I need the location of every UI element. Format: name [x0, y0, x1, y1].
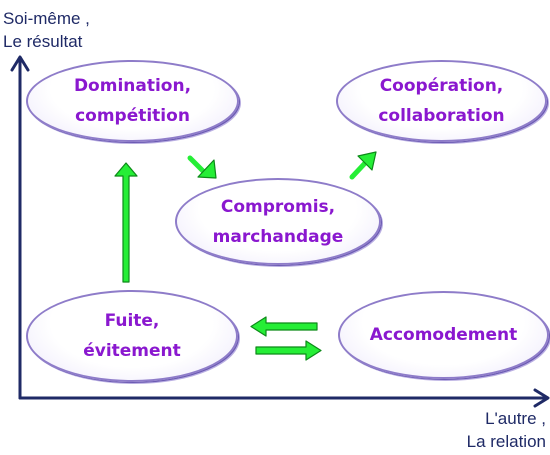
node-cooperation-line2: collaboration	[378, 106, 505, 126]
arrow-up-right-icon	[349, 151, 377, 180]
arrow-down-right-icon	[187, 155, 217, 179]
x-axis-label-line1: L'autre ,	[485, 409, 546, 428]
node-domination-line2: compétition	[75, 106, 190, 126]
arrow-right-icon	[255, 340, 322, 361]
node-fuite-text: Fuite, évitement	[83, 306, 181, 366]
arrow-left-icon	[250, 316, 318, 337]
node-fuite: Fuite, évitement	[26, 290, 238, 382]
node-domination-text: Domination, compétition	[74, 71, 191, 131]
y-axis-label: Soi-même , Le résultat	[3, 7, 90, 53]
x-axis-label: L'autre , La relation	[467, 407, 546, 453]
node-accomodement-line1: Accomodement	[369, 325, 518, 345]
x-axis-label-line2: La relation	[466, 432, 546, 451]
node-fuite-line1: Fuite,	[104, 311, 160, 331]
axes	[10, 55, 550, 408]
y-axis-label-line2: Le résultat	[3, 32, 83, 51]
arrow-up-icon	[114, 162, 138, 283]
transition-arrows	[114, 151, 377, 361]
node-compromis-line2: marchandage	[212, 226, 344, 247]
node-accomodement-text: Accomodement	[370, 320, 518, 350]
node-domination: Domination, compétition	[26, 60, 239, 142]
node-compromis: Compromis, marchandage	[175, 178, 381, 265]
y-axis-label-line1: Soi-même ,	[3, 9, 90, 28]
node-cooperation-line1: Coopération,	[379, 76, 504, 96]
node-compromis-line1: Compromis,	[220, 196, 336, 217]
node-domination-line1: Domination,	[73, 76, 192, 96]
node-cooperation: Coopération, collaboration	[336, 60, 547, 142]
y-axis-arrowhead-icon	[10, 55, 30, 72]
node-cooperation-text: Coopération, collaboration	[378, 71, 504, 131]
x-axis-arrowhead-icon	[533, 388, 550, 408]
node-accomodement: Accomodement	[338, 291, 549, 379]
node-compromis-text: Compromis, marchandage	[213, 192, 344, 252]
node-fuite-line2: évitement	[83, 341, 181, 361]
